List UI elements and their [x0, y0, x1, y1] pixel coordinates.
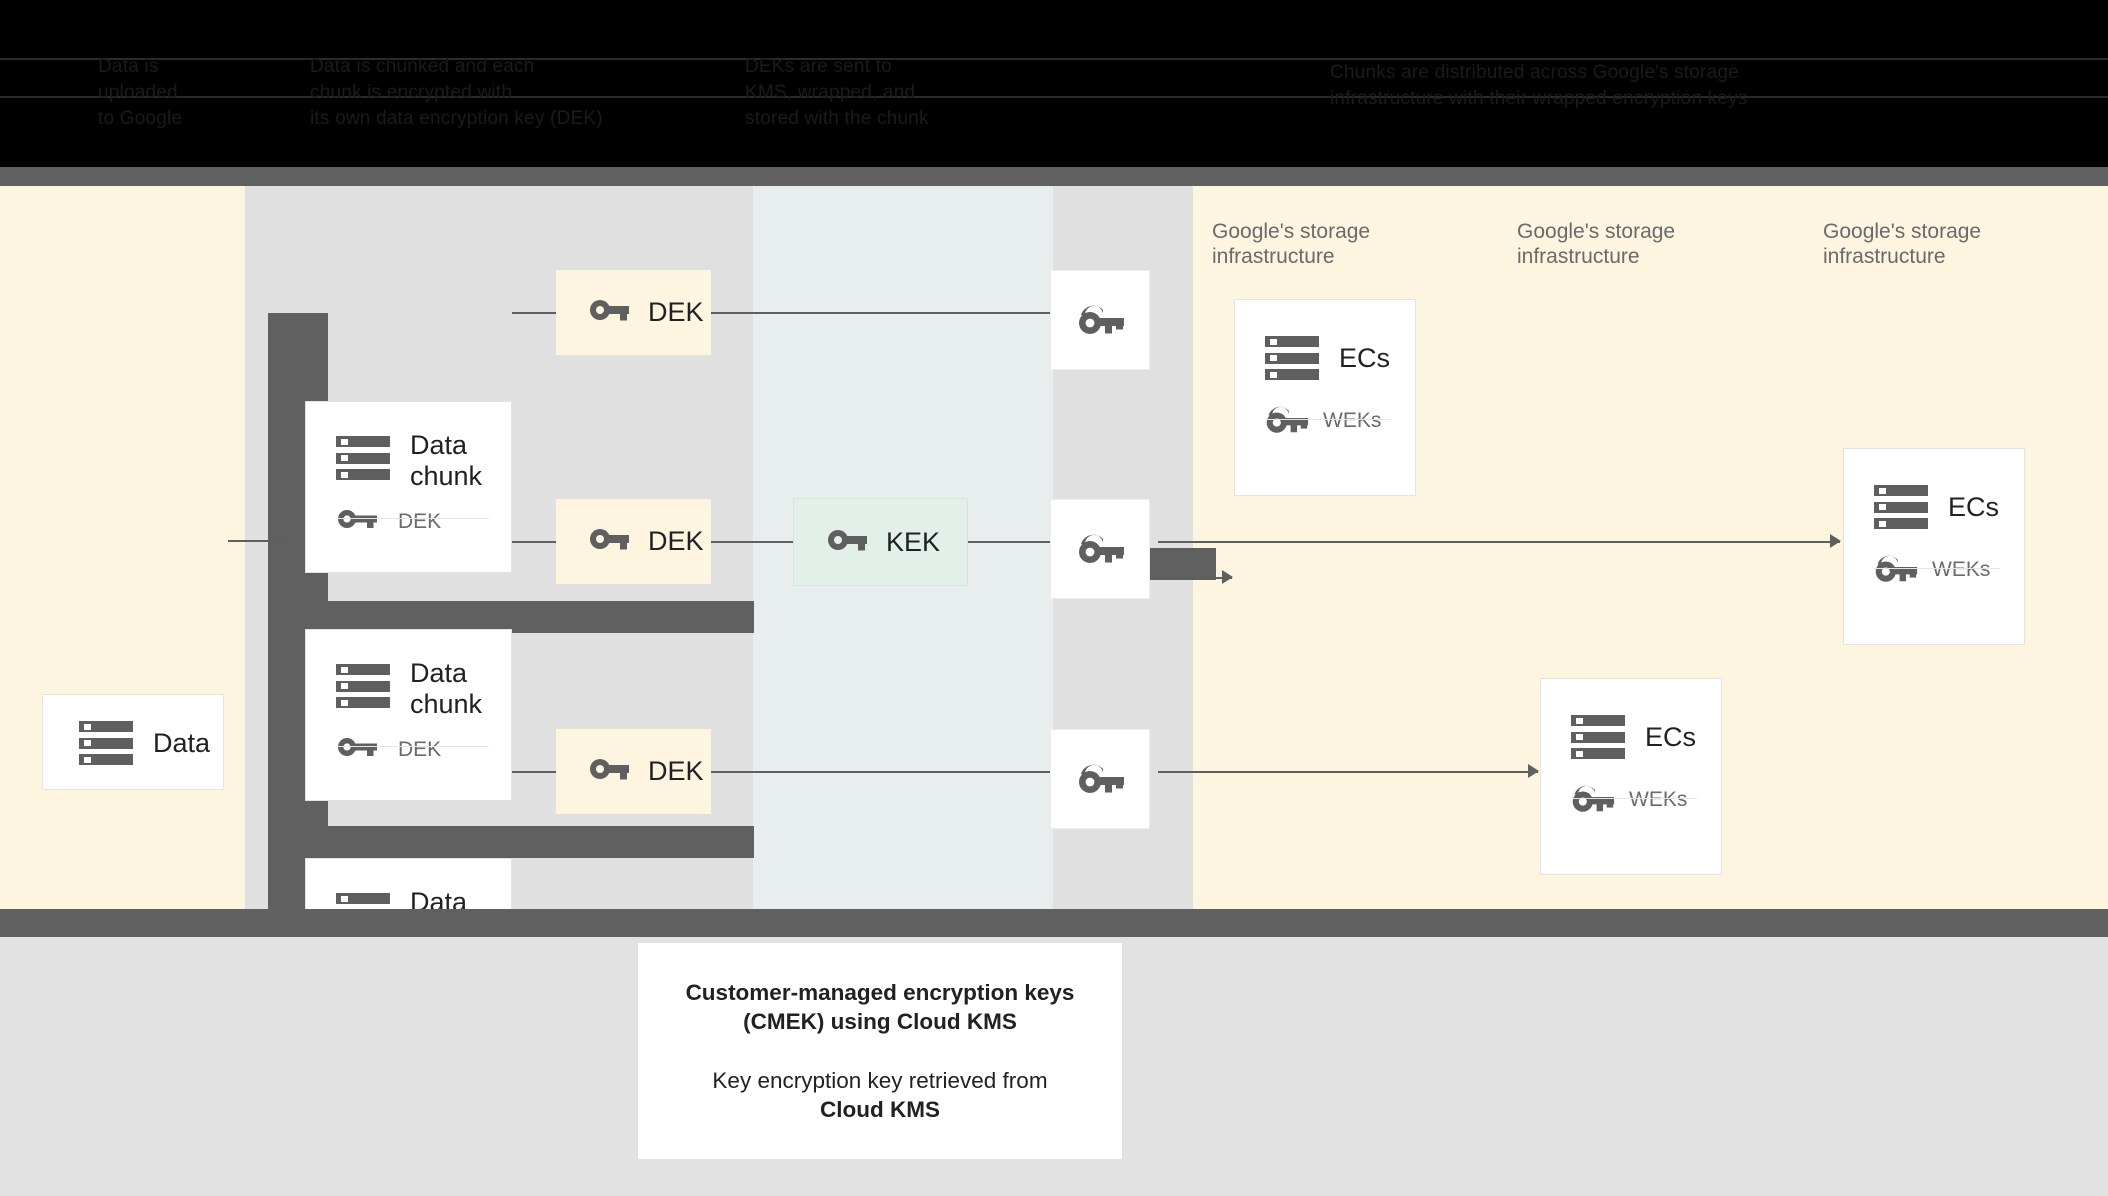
connector-chunk1-to-dek1: [512, 312, 556, 314]
key-icon: [338, 508, 378, 535]
caption-heading: Customer-managed encryption keys (CMEK) …: [686, 978, 1075, 1036]
caption-subtext: Key encryption key retrieved from Cloud …: [712, 1066, 1047, 1124]
chunk-title: Data chunk: [410, 658, 483, 719]
dek-box-2[interactable]: DEK: [556, 499, 711, 584]
header-column-3: DEKs are sent to KMS, wrapped, and store…: [745, 56, 929, 129]
key-icon: [828, 528, 868, 557]
dek-box-1[interactable]: DEK: [556, 270, 711, 355]
storage-stack-icon: [336, 664, 390, 708]
dek-label: DEK: [648, 526, 704, 556]
wrapped-key-icon: [1075, 760, 1125, 799]
kek-box[interactable]: KEK: [793, 498, 968, 586]
header-divider-bar: [0, 167, 2108, 186]
ecs-title: ECs: [1339, 342, 1391, 373]
infra-label-2: Google's storage infrastructure: [1517, 220, 1676, 268]
diagram-canvas: Data Data chunk DEK: [0, 186, 2108, 1030]
key-icon: [590, 298, 630, 327]
connector-chunk3-to-dek3: [512, 771, 556, 773]
wrapped-key-icon: [1569, 781, 1615, 818]
ecs-footer-label: WEKs: [1323, 408, 1382, 432]
wrapped-key-icon: [1075, 301, 1125, 340]
caption-line-1: Customer-managed encryption keys: [685, 980, 1075, 1005]
connector-source-to-fanout: [228, 540, 290, 542]
dek-label: DEK: [648, 297, 704, 327]
footer-divider-bar: [0, 909, 2108, 937]
chunk-title: Data chunk: [410, 430, 483, 491]
chunk-footer-label: DEK: [398, 737, 442, 761]
card-divider: [1571, 798, 1697, 799]
connector-to-ecs-1: [1190, 577, 1232, 579]
data-chunk-card-2[interactable]: Data chunk DEK: [305, 629, 512, 801]
caption-card: Customer-managed encryption keys (CMEK) …: [638, 943, 1122, 1159]
ecs-title: ECs: [1948, 491, 2000, 522]
wrapped-key-box-3[interactable]: [1050, 729, 1150, 829]
wrapped-key-box-2[interactable]: [1050, 499, 1150, 599]
wrapped-key-icon: [1872, 551, 1918, 588]
dek-label: DEK: [648, 756, 704, 786]
key-icon: [338, 736, 378, 763]
wrapped-key-box-1[interactable]: [1050, 270, 1150, 370]
ecs-title: ECs: [1645, 721, 1697, 752]
fanout-block-mid: [268, 826, 754, 858]
infra-label-1: Google's storage infrastructure: [1212, 220, 1371, 268]
caption-line-2: (CMEK) using Cloud KMS: [743, 1009, 1017, 1034]
caption-line-4: Cloud KMS: [820, 1097, 940, 1122]
arrowhead-to-ecs-3: [1528, 764, 1539, 778]
storage-stack-icon: [1874, 485, 1928, 529]
wrapped-key-icon: [1263, 402, 1309, 439]
connector-to-ecs-2: [1158, 541, 1840, 543]
obscured-header-band: Data is uploaded to Google Data is chunk…: [0, 0, 2108, 167]
ecs-card-3[interactable]: ECs WEKs: [1540, 678, 1722, 875]
dek-box-3[interactable]: DEK: [556, 729, 711, 814]
infra-label-3: Google's storage infrastructure: [1823, 220, 1982, 268]
connector-chunk2-to-dek2: [512, 541, 556, 543]
header-column-2: Data is chunked and each chunk is encryp…: [310, 56, 603, 129]
chunk-footer-label: DEK: [398, 509, 442, 533]
connector-dek3-to-wek3: [710, 771, 1050, 773]
key-icon: [590, 757, 630, 786]
card-divider: [336, 518, 489, 519]
arrowhead-to-ecs-1: [1222, 570, 1233, 584]
header-column-4: Chunks are distributed across Google's s…: [1330, 62, 1748, 109]
data-chunk-card-1[interactable]: Data chunk DEK: [305, 401, 512, 573]
ecs-footer-label: WEKs: [1932, 557, 1991, 581]
storage-stack-icon: [336, 436, 390, 480]
storage-stack-icon: [79, 721, 133, 765]
arrowhead-to-ecs-2: [1830, 534, 1841, 548]
data-source-card[interactable]: Data: [42, 694, 224, 790]
ecs-card-1[interactable]: ECs WEKs: [1234, 299, 1416, 496]
storage-stack-icon: [1571, 715, 1625, 759]
wrapped-key-icon: [1075, 530, 1125, 569]
data-source-label: Data: [153, 727, 211, 758]
fanout-block-top: [268, 601, 754, 633]
kek-label: KEK: [886, 526, 941, 557]
card-divider: [1874, 568, 2000, 569]
ecs-card-2[interactable]: ECs WEKs: [1843, 448, 2025, 645]
storage-stack-icon: [1265, 336, 1319, 380]
connector-kek-to-wek: [968, 541, 1050, 543]
caption-line-3: Key encryption key retrieved from: [712, 1068, 1048, 1093]
connector-dek1-to-wek1: [710, 312, 1050, 314]
connector-to-ecs-3: [1158, 771, 1538, 773]
card-divider: [1265, 419, 1391, 420]
header-column-1: Data is uploaded to Google: [98, 56, 183, 129]
key-icon: [590, 527, 630, 556]
ecs-footer-label: WEKs: [1629, 787, 1688, 811]
card-divider: [336, 746, 489, 747]
